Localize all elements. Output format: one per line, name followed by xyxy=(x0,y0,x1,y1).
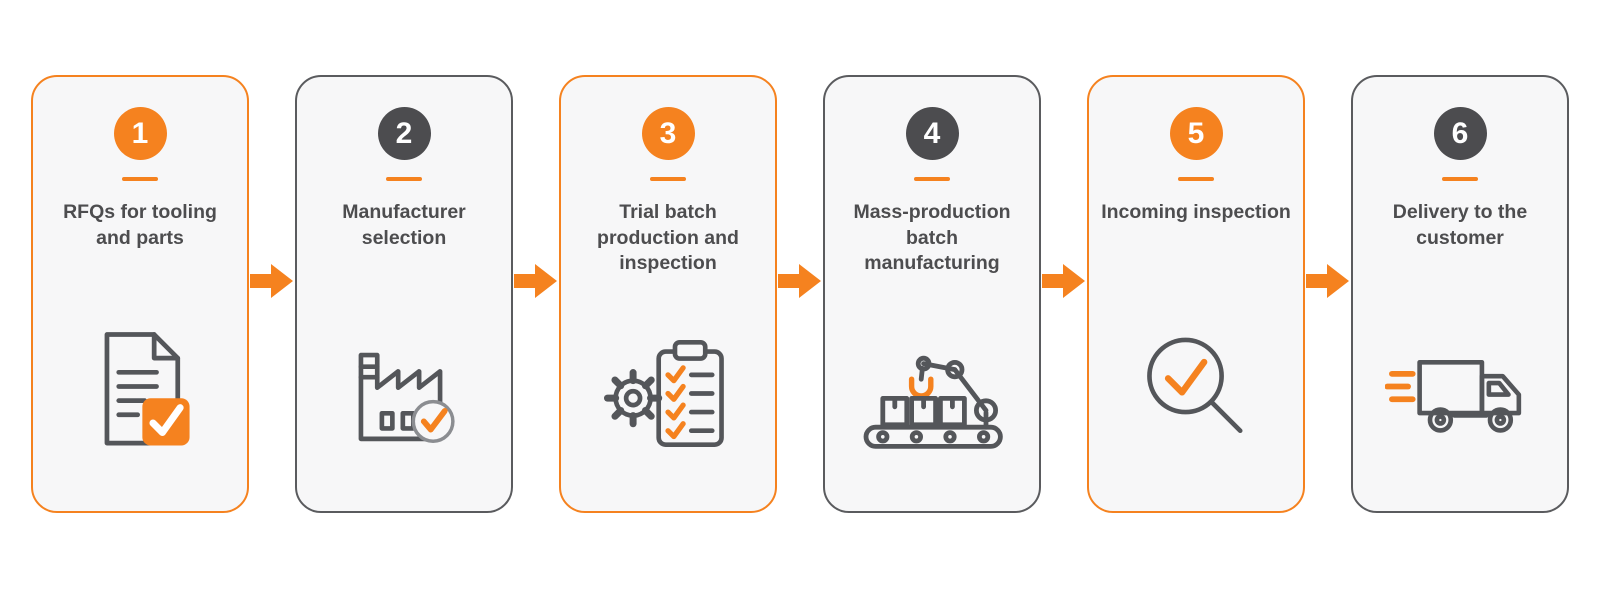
arrow-right-icon xyxy=(1041,263,1087,299)
step-card-6: 6 Delivery to the customer xyxy=(1351,75,1569,513)
step-number-badge: 2 xyxy=(377,107,431,160)
step-title: Incoming inspection xyxy=(1101,201,1291,223)
step-card-1: 1 RFQs for tooling and parts xyxy=(31,75,249,513)
step-icon-container xyxy=(309,284,499,495)
process-flow-diagram: 1 RFQs for tooling and parts 2 Manufactu… xyxy=(31,75,1569,513)
arrow-right-icon xyxy=(249,263,295,299)
step-icon-container xyxy=(837,284,1027,495)
step-number-badge: 1 xyxy=(113,107,167,160)
step-icon-container xyxy=(1101,284,1291,495)
step-icon-container xyxy=(573,284,763,495)
step-card-2: 2 Manufacturer selection xyxy=(295,75,513,513)
arrow-right-icon xyxy=(777,263,823,299)
step-card-5: 5 Incoming inspection xyxy=(1087,75,1305,513)
arrow-right-icon xyxy=(513,263,559,299)
step-title: Trial batch production and inspection xyxy=(597,201,739,275)
robot-arm-conveyor-icon xyxy=(863,355,1003,449)
step-title: Mass-production batch manufacturing xyxy=(853,201,1011,275)
step-number-badge: 6 xyxy=(1433,107,1487,160)
truck-icon xyxy=(1385,359,1522,433)
badge-underline xyxy=(650,177,686,181)
gear-clipboard-icon xyxy=(603,339,724,447)
step-number-badge: 4 xyxy=(905,107,959,160)
step-title: Delivery to the customer xyxy=(1392,201,1528,249)
document-check-icon xyxy=(104,331,190,445)
step-number-badge: 5 xyxy=(1169,107,1223,160)
step-number-badge: 3 xyxy=(641,107,695,160)
badge-underline xyxy=(386,177,422,181)
step-title: Manufacturer selection xyxy=(342,201,466,249)
step-icon-container xyxy=(45,284,235,495)
badge-underline xyxy=(914,177,950,181)
badge-underline xyxy=(1178,177,1214,181)
step-icon-container xyxy=(1365,284,1555,495)
badge-underline xyxy=(122,177,158,181)
arrow-right-icon xyxy=(1305,263,1351,299)
step-card-4: 4 Mass-production batch manufacturing xyxy=(823,75,1041,513)
magnifier-check-icon xyxy=(1147,337,1243,433)
factory-check-icon xyxy=(358,352,455,443)
badge-underline xyxy=(1442,177,1478,181)
step-title: RFQs for tooling and parts xyxy=(63,201,217,249)
step-card-3: 3 Trial batch production and inspection xyxy=(559,75,777,513)
